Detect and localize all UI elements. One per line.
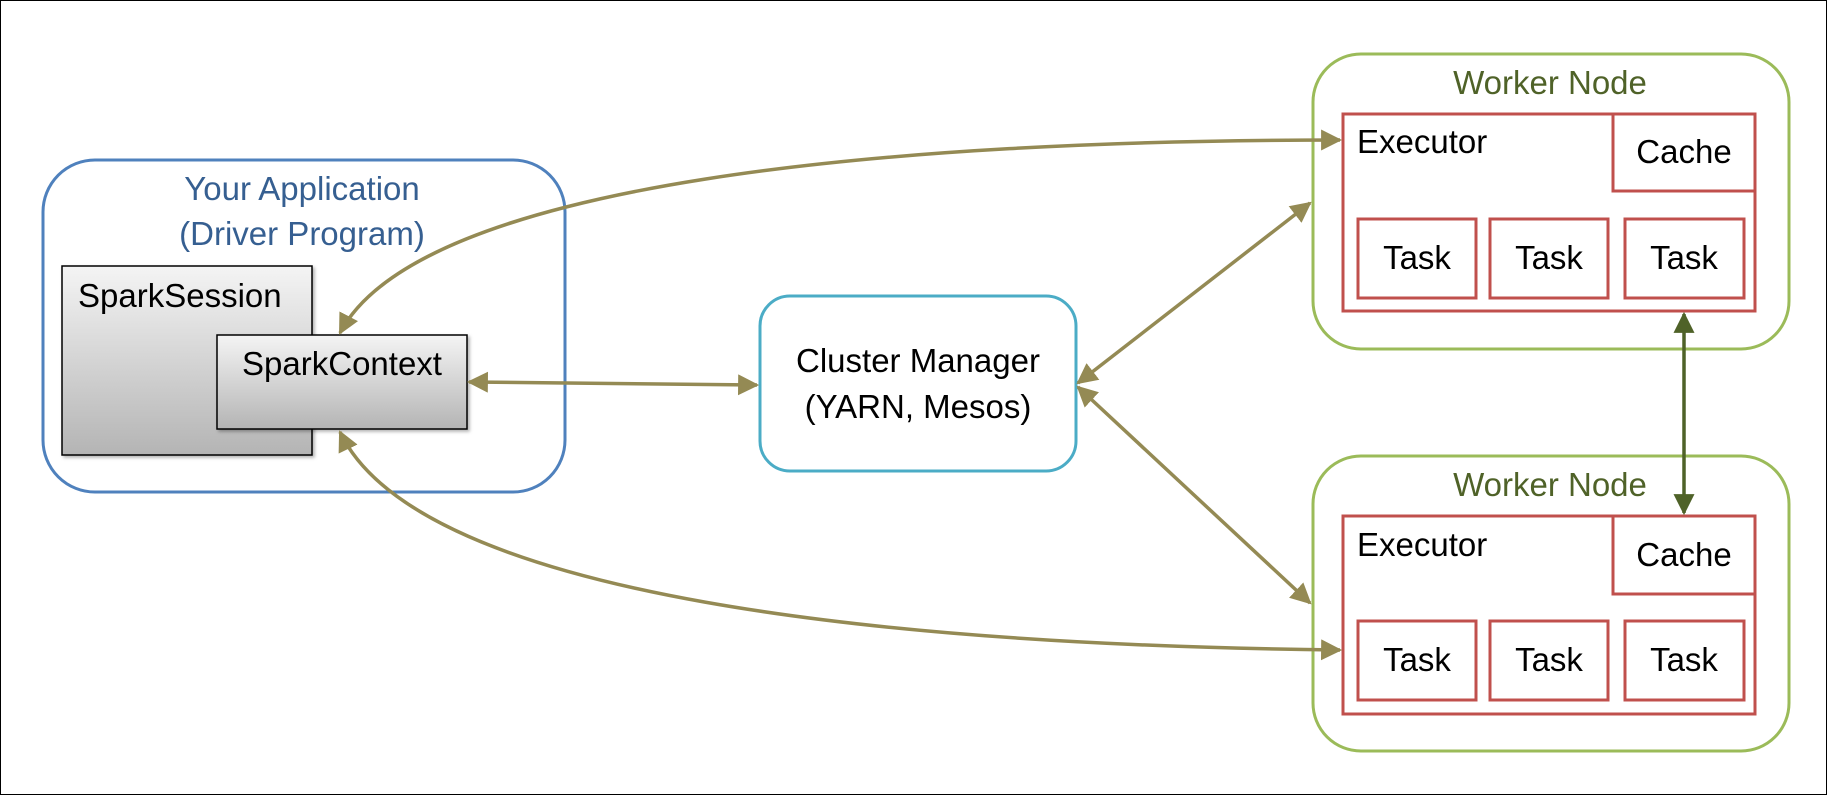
driver-title-line1: Your Application: [184, 170, 419, 207]
cluster-manager-line1: Cluster Manager: [796, 342, 1040, 379]
executor-box: [1341, 514, 1757, 716]
executor-label: Executor: [1357, 526, 1487, 563]
cache-box: [1611, 514, 1757, 596]
spark-session-label: SparkSession: [78, 277, 282, 314]
arrow-sparkcontext-executor-2: [338, 430, 1343, 661]
cluster-manager-line2: (YARN, Mesos): [805, 388, 1032, 425]
arrow-sparkcontext-executor-1: [338, 129, 1343, 335]
arrow-sparkcontext-cluster-manager: [466, 371, 760, 396]
driver-title-line2: (Driver Program): [179, 215, 425, 252]
task-label: Task: [1650, 641, 1718, 678]
task-label: Task: [1383, 239, 1451, 276]
spark-context-box: [216, 334, 468, 430]
task-box: [1623, 217, 1746, 300]
spark-session: SparkSession: [61, 265, 313, 456]
cache-label: Cache: [1636, 133, 1731, 170]
spark-context: SparkContext: [216, 334, 468, 430]
task-label: Task: [1650, 239, 1718, 276]
connectors: [338, 129, 1695, 661]
executor-box: [1341, 112, 1757, 313]
task-box: [1488, 619, 1610, 702]
task-box: [1356, 619, 1478, 702]
task-label: Task: [1515, 641, 1583, 678]
cluster-manager: Cluster Manager (YARN, Mesos): [758, 294, 1078, 473]
task-label: Task: [1383, 641, 1451, 678]
task-box: [1623, 619, 1746, 702]
cache-box: [1611, 112, 1757, 193]
worker-node-title: Worker Node: [1453, 466, 1647, 503]
task-box: [1488, 217, 1610, 300]
worker-node: Worker Node Executor Cache Task Task Tas…: [1311, 454, 1791, 753]
worker-node-title: Worker Node: [1453, 64, 1647, 101]
task-label: Task: [1515, 239, 1583, 276]
executor-label: Executor: [1357, 123, 1487, 160]
worker-node: Worker Node Executor Cache Task Task Tas…: [1311, 52, 1791, 351]
cache-label: Cache: [1636, 536, 1731, 573]
spark-context-label: SparkContext: [242, 345, 442, 382]
task-box: [1356, 217, 1478, 300]
